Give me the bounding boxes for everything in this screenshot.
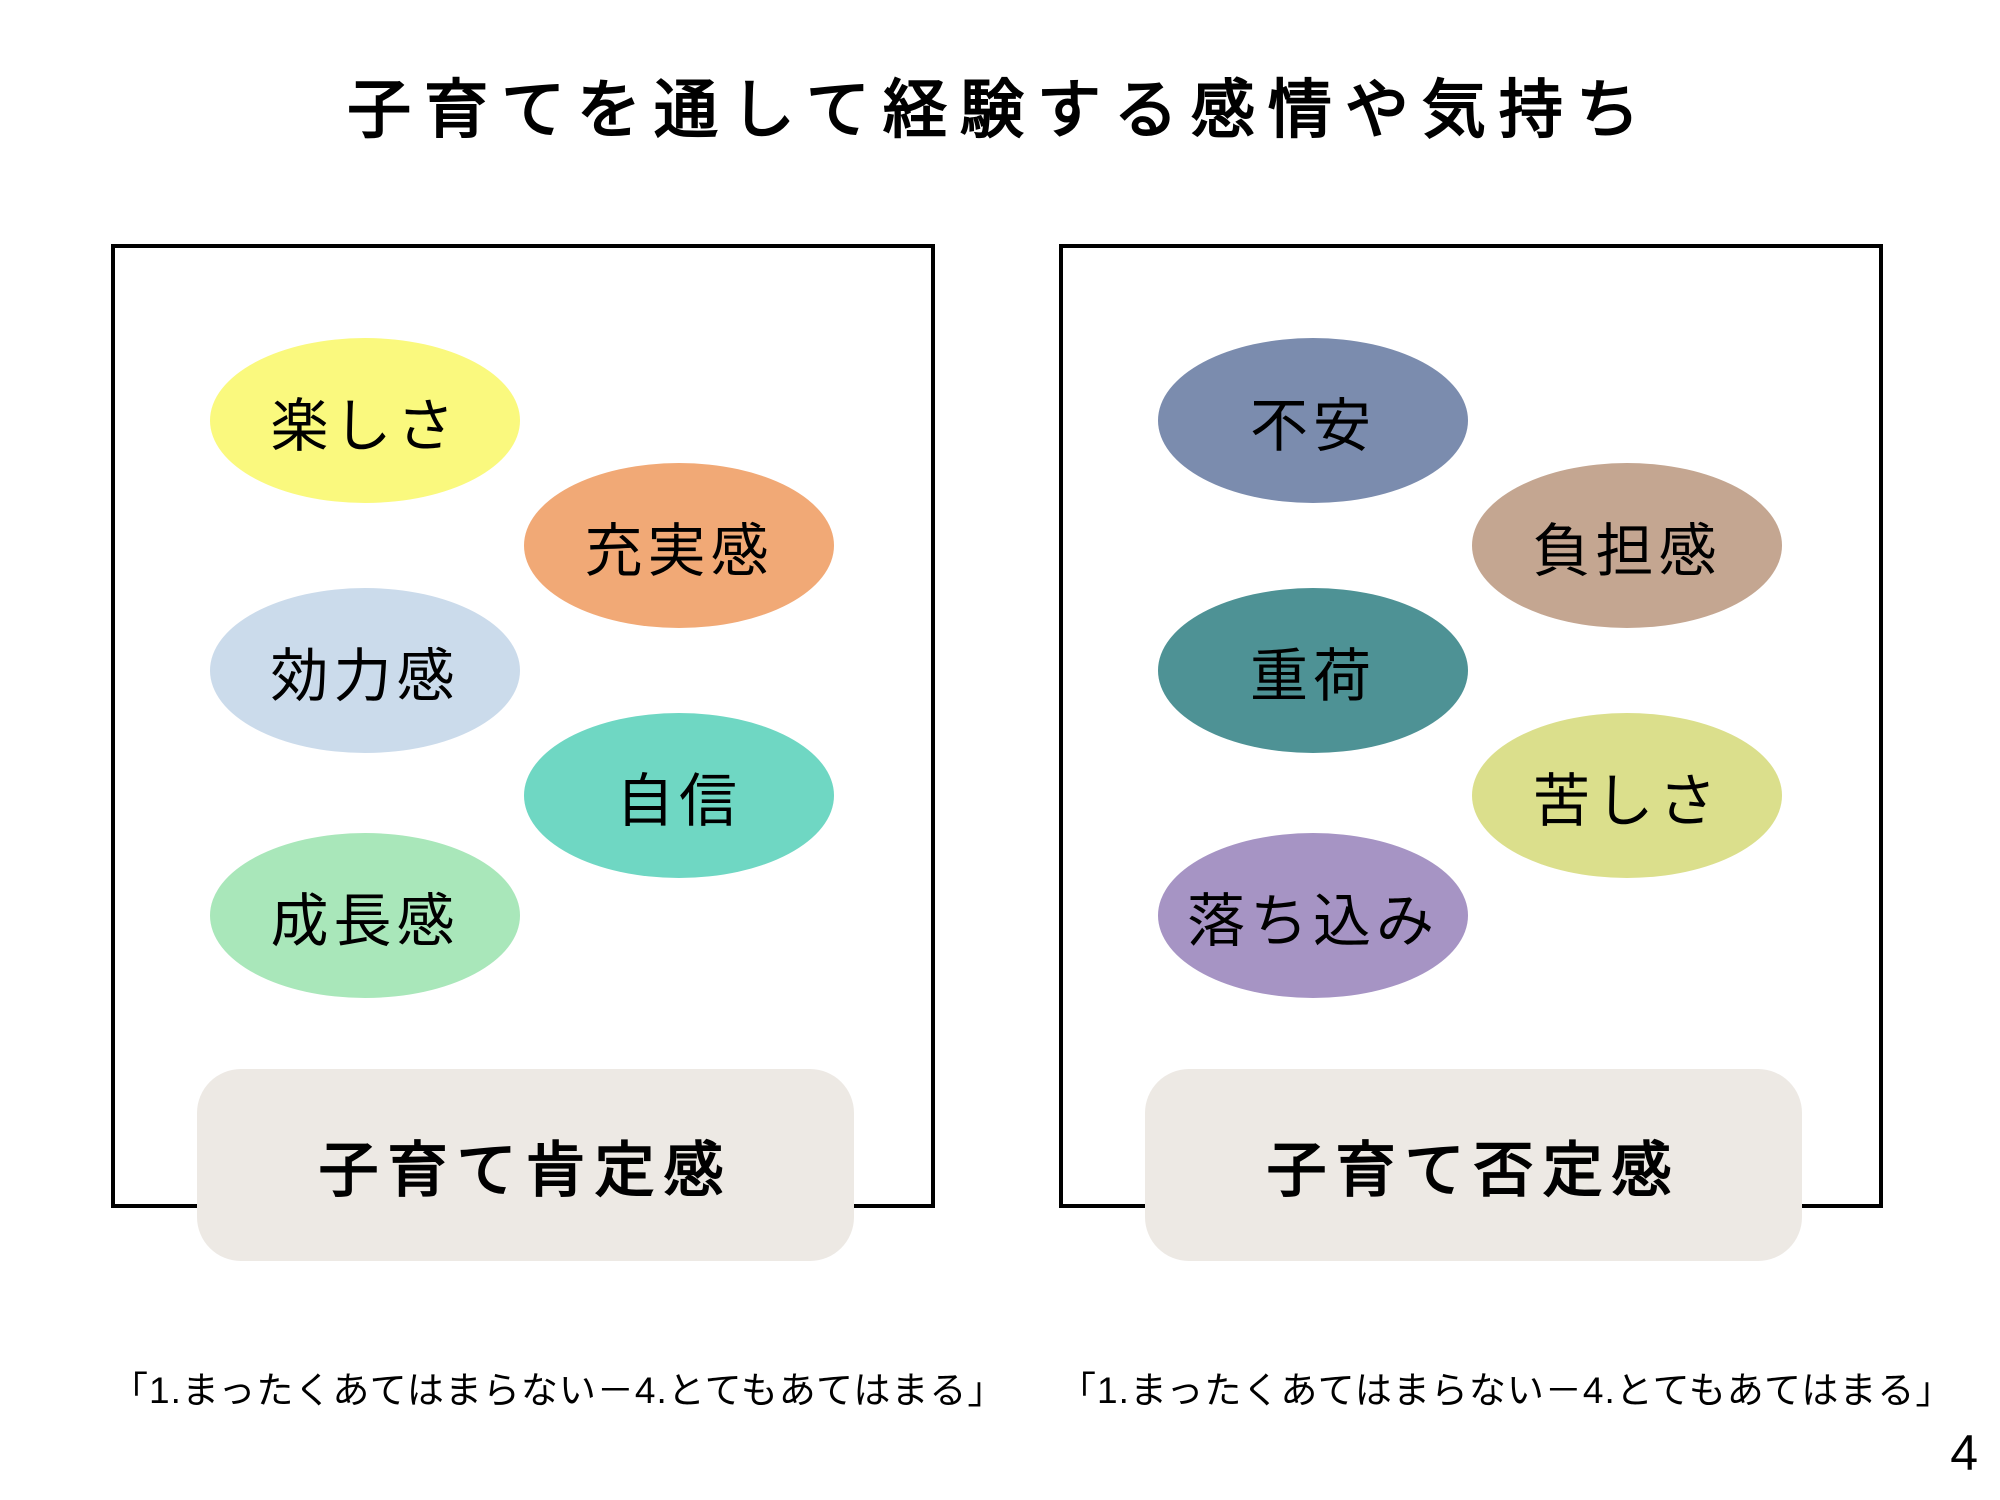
bubble-fun: 楽しさ — [210, 338, 520, 503]
bubble-depression: 落ち込み — [1158, 833, 1468, 998]
page-number: 4 — [1950, 1425, 1978, 1481]
bubble-suffering: 苦しさ — [1472, 713, 1782, 878]
scale-footnote-positive: 「1.まったくあてはまらない－4.とてもあてはまる」 — [111, 1370, 1006, 1411]
scale-footnote-negative: 「1.まったくあてはまらない－4.とてもあてはまる」 — [1059, 1370, 1954, 1411]
bubble-confidence: 自信 — [524, 713, 834, 878]
bubble-heavy-load: 重荷 — [1158, 588, 1468, 753]
bubble-anxiety: 不安 — [1158, 338, 1468, 503]
negative-feelings-panel: 不安 負担感 重荷 苦しさ 落ち込み 子育て否定感 — [1059, 244, 1883, 1261]
bubble-fulfillment: 充実感 — [524, 463, 834, 628]
summary-positive-parenting: 子育て肯定感 — [197, 1069, 854, 1261]
summary-negative-parenting: 子育て否定感 — [1145, 1069, 1802, 1261]
bubble-burden: 負担感 — [1472, 463, 1782, 628]
slide-title: 子育てを通して経験する感情や気持ち — [347, 73, 1653, 146]
bubble-growth: 成長感 — [210, 833, 520, 998]
bubble-efficacy: 効力感 — [210, 588, 520, 753]
positive-feelings-panel: 楽しさ 充実感 効力感 自信 成長感 子育て肯定感 — [111, 244, 935, 1261]
